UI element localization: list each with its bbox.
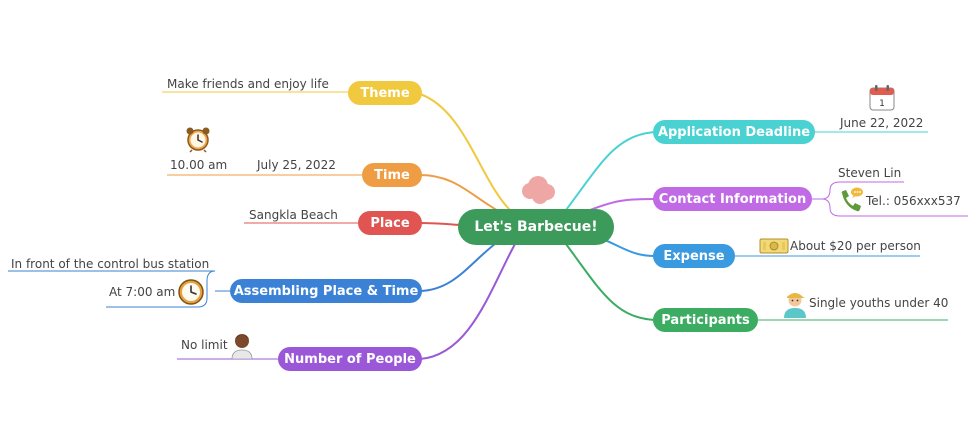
people-detail: No limit [181, 338, 228, 352]
clock-icon [178, 279, 204, 305]
place-detail: Sangkla Beach [249, 208, 338, 222]
calendar-icon: 1 [869, 85, 895, 111]
time-date: July 25, 2022 [257, 158, 336, 172]
contact-phone: Tel.: 056xxx537 [866, 194, 961, 208]
bracket-contact-lower [821, 198, 968, 217]
contact-name: Steven Lin [838, 166, 902, 180]
connector-people [419, 243, 516, 360]
connector-deadline [565, 131, 656, 211]
phone-icon [841, 187, 863, 212]
person-cap-icon [784, 293, 806, 318]
theme-detail: Make friends and enjoy life [167, 77, 329, 91]
topic-assembling[interactable]: Assembling Place & Time [230, 279, 422, 303]
connector-contact [584, 198, 656, 213]
bracket-contact [812, 181, 904, 200]
topic-contact-information[interactable]: Contact Information [653, 187, 812, 211]
topic-application-deadline[interactable]: Application Deadline [653, 120, 815, 144]
connector-assembling [419, 239, 501, 292]
deadline-date: June 22, 2022 [840, 116, 924, 130]
expense-detail: About $20 per person [790, 239, 921, 253]
connector-theme [419, 93, 511, 211]
central-topic[interactable]: Let's Barbecue! [458, 209, 614, 245]
money-icon [759, 238, 789, 254]
assembling-time: At 7:00 am [109, 285, 176, 299]
topic-expense[interactable]: Expense [653, 244, 735, 268]
topic-place[interactable]: Place [358, 211, 422, 235]
time-value: 10.00 am [170, 158, 228, 172]
decorative-blob-icon [522, 176, 555, 204]
person-icon [231, 334, 253, 359]
topic-theme[interactable]: Theme [348, 81, 422, 105]
topic-time[interactable]: Time [362, 163, 422, 187]
topic-number-of-people[interactable]: Number of People [278, 347, 422, 371]
topic-participants[interactable]: Participants [653, 308, 758, 332]
alarm-clock-icon [186, 127, 210, 153]
svg-text:1: 1 [879, 99, 885, 109]
bracket-assembling [106, 270, 216, 308]
connector-participants [565, 243, 656, 321]
connector-place [419, 222, 461, 226]
assembling-location: In front of the control bus station [11, 257, 210, 271]
connector-time [419, 174, 501, 213]
participants-detail: Single youths under 40 [809, 296, 949, 310]
